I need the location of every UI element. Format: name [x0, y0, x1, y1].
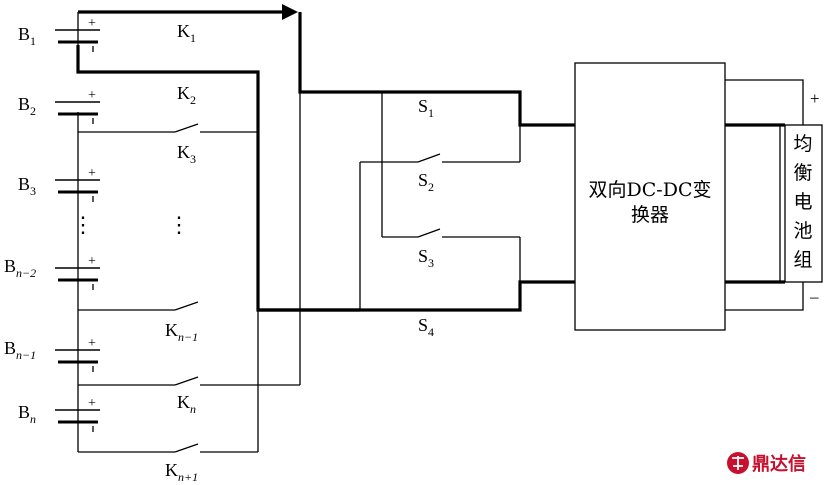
switch-s3-blade [417, 228, 441, 238]
thick-wiring [76, 10, 785, 312]
label-bn-2: Bn−2 [4, 256, 36, 280]
converter-label-line1: 双向DC-DC变 [589, 179, 712, 201]
switch-blades [174, 123, 441, 453]
label-s4: S4 [418, 315, 434, 339]
polarity-plus: + [88, 88, 96, 103]
label-s3: S3 [418, 246, 434, 270]
battery-polarity-marks: + + + + + + [88, 16, 96, 411]
label-b1: B1 [18, 24, 36, 48]
switch-ellipsis: ⋮ [168, 212, 190, 237]
polarity-plus: + [88, 396, 96, 411]
balancer-char: 池 [793, 220, 812, 242]
battery-bn [55, 409, 100, 424]
battery-bn-1 [55, 349, 100, 364]
ellipsis-marks: ⋮ ⋮ [72, 212, 190, 237]
label-kn+1: Kn+1 [165, 460, 198, 484]
polarity-plus: + [88, 166, 96, 181]
battery-labels: B1 B2 B3 Bn−2 Bn−1 Bn [4, 24, 36, 426]
label-k2: K2 [177, 83, 196, 107]
watermark-logo: 鼎达信 [727, 452, 806, 475]
switch-kn-blade [174, 376, 199, 386]
balancer-label: 均 衡 电 池 组 [793, 133, 812, 271]
label-k3: K3 [177, 142, 196, 166]
switch-k3-blade [174, 123, 199, 133]
label-b3: B3 [18, 174, 36, 198]
label-bn: Bn [18, 402, 36, 426]
output-plus: + [810, 89, 820, 108]
converter-label-line2: 换器 [631, 204, 669, 226]
label-b2: B2 [18, 94, 36, 118]
balancer-char: 电 [793, 191, 812, 213]
s-switch-labels: S1 S2 S3 S4 [418, 96, 434, 339]
polarity-plus: + [88, 16, 96, 31]
label-s2: S2 [418, 170, 434, 194]
k1-arrow-icon [282, 4, 298, 20]
polarity-plus: + [88, 336, 96, 351]
battery-b3 [55, 179, 100, 194]
label-bn-1: Bn−1 [4, 338, 36, 362]
balancer-char: 均 [793, 133, 812, 155]
label-s1: S1 [418, 96, 434, 120]
watermark-text: 鼎达信 [752, 453, 806, 475]
balancer-char: 组 [793, 249, 812, 271]
label-k1: K1 [177, 21, 196, 45]
balancer-char: 衡 [793, 162, 812, 184]
label-kn-1: Kn−1 [165, 320, 198, 344]
battery-b2 [55, 101, 100, 116]
switch-kn+1-blade [174, 443, 199, 453]
battery-b1 [55, 29, 100, 44]
polarity-plus: + [88, 254, 96, 269]
switch-s2-blade [417, 153, 441, 163]
label-kn: Kn [177, 392, 196, 416]
switch-kn-1-blade [174, 301, 199, 311]
output-polarity: + – [809, 89, 820, 306]
output-minus: – [809, 287, 819, 306]
k-switch-labels: K1 K2 K3 Kn−1 Kn Kn+1 [165, 21, 198, 484]
battery-bn-2 [55, 267, 100, 282]
battery-ellipsis: ⋮ [72, 212, 94, 237]
converter-label: 双向DC-DC变 换器 [589, 179, 712, 226]
